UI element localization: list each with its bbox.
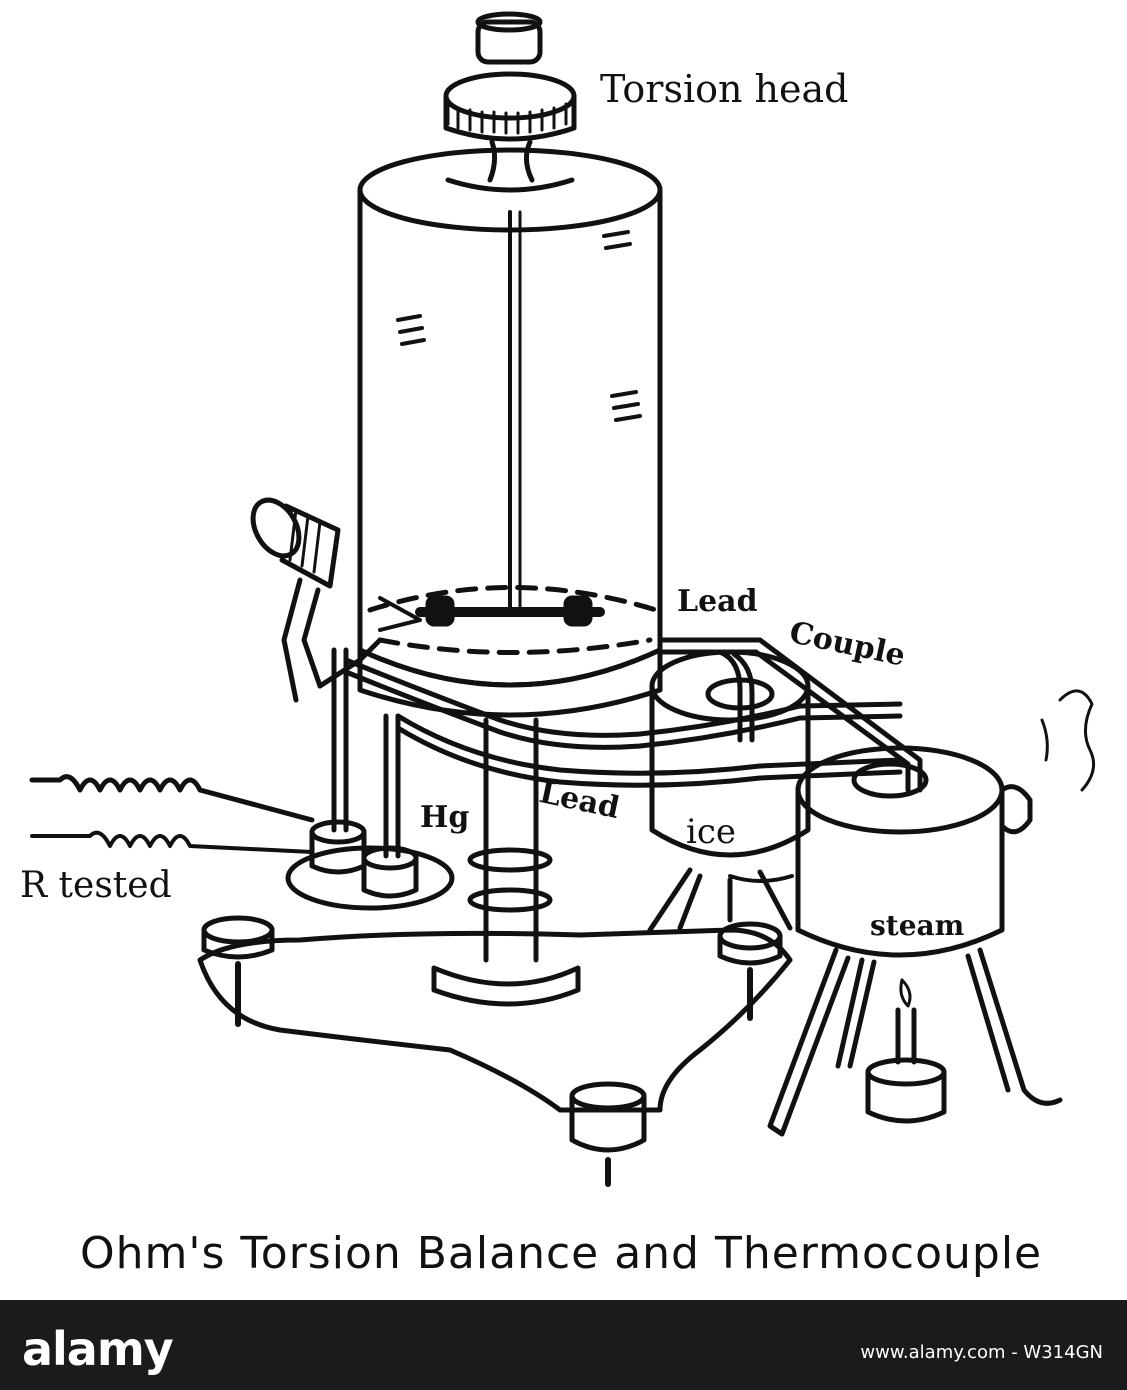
ice-label: ice [686, 812, 737, 852]
diagram-canvas: Torsion head Lead Couple Lead Hg ice ste… [20, 11, 1096, 1279]
mercury-label: Hg [420, 800, 470, 835]
apparatus-drawing [29, 11, 1096, 1187]
resistance-wires [29, 774, 315, 854]
ice-pot [647, 649, 811, 933]
leveling-screw-right [717, 921, 783, 1021]
steam-tripod [767, 947, 1063, 1137]
alamy-logo: alamy [22, 1322, 174, 1376]
glass-cylinder [357, 147, 663, 688]
r-tested-label: R tested [20, 865, 172, 906]
watermark-footer-bar [0, 1300, 1127, 1390]
mercury-cups [285, 647, 455, 911]
torsion-head-knob [443, 11, 577, 193]
spirit-lamp [865, 978, 947, 1124]
microscope-eyepiece [250, 497, 383, 703]
torsion-head-label: Torsion head [600, 67, 849, 111]
steam-label: steam [870, 909, 965, 942]
tripod-base [197, 915, 793, 1187]
steam-boiler [795, 689, 1096, 958]
leveling-screw-left [201, 915, 275, 1027]
image-id-text: www.alamy.com - W314GN [860, 1342, 1103, 1363]
figure-caption: Ohm's Torsion Balance and Thermocouple [80, 1228, 1043, 1279]
leveling-screw-front [569, 1081, 647, 1187]
lead-label-top: Lead [677, 584, 758, 619]
support-column [357, 647, 663, 1007]
